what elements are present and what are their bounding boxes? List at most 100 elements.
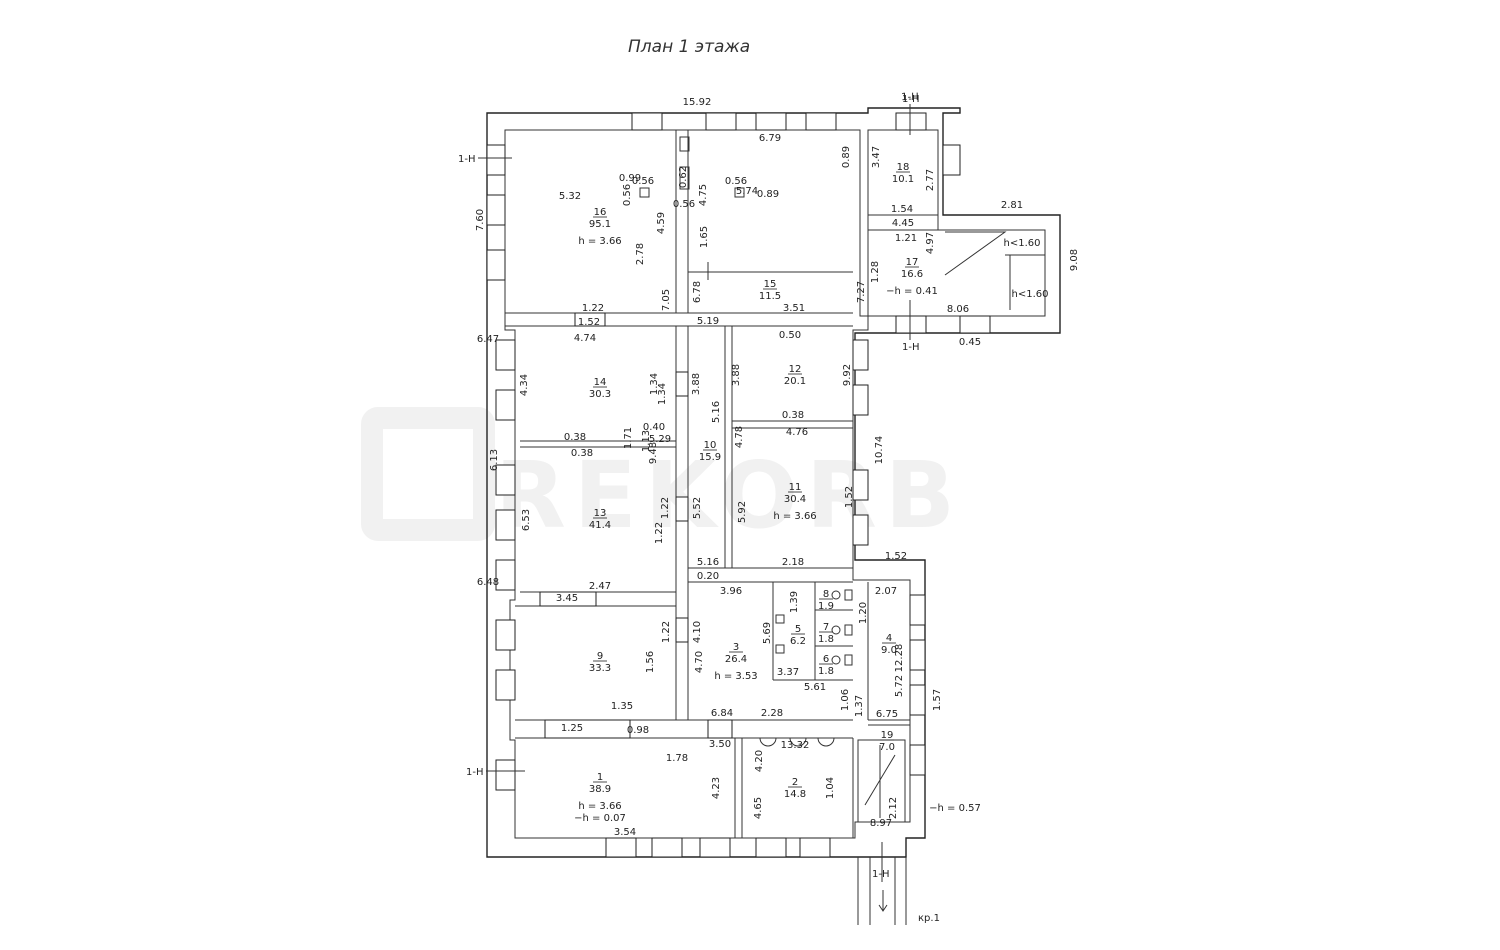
dimension-label: 1.04 — [825, 777, 836, 799]
dimension-label: 4.59 — [656, 212, 667, 234]
room-label: 81.9 — [818, 589, 834, 612]
room-number: 4 — [886, 633, 892, 644]
dimension-label: 1.52 — [578, 317, 600, 328]
room-number: 6 — [823, 654, 829, 665]
dimension-label: 1.35 — [611, 701, 633, 712]
section-mark: 1-Н — [458, 154, 476, 165]
dimension-label: 0.56 — [632, 176, 654, 187]
dimension-label: 4.23 — [711, 777, 722, 799]
dimension-label: 1.54 — [891, 204, 913, 215]
dimension-label: 0.40 — [643, 422, 665, 433]
dimension-label: 0.99 — [619, 173, 641, 184]
dimension-label: 7.60 — [475, 209, 486, 231]
room-label: 197.0 — [879, 730, 895, 753]
dimension-label: 0.56 — [622, 184, 633, 206]
dimension-label: 3.51 — [783, 303, 805, 314]
room-number: 14 — [594, 377, 607, 388]
room-label: 326.4h = 3.53 — [714, 642, 757, 682]
room-number: 9 — [597, 651, 603, 662]
dimension-label: 1.22 — [660, 497, 671, 519]
dimension-label: 2.28 — [761, 708, 783, 719]
dimension-label: 4.76 — [786, 427, 808, 438]
room-area: 1.8 — [818, 634, 834, 645]
dimension-label: 12.28 — [894, 644, 905, 673]
height-note: h<1.60 — [1004, 238, 1041, 249]
dimension-label: 0.98 — [627, 725, 649, 736]
room-area: 15.9 — [699, 452, 721, 463]
dimension-label: 3.47 — [871, 146, 882, 168]
dimension-label: 5.69 — [762, 622, 773, 644]
room-number: 18 — [897, 162, 910, 173]
dimension-label: 7.05 — [661, 289, 672, 311]
stairs — [857, 231, 1045, 925]
room-area: 30.3 — [589, 389, 611, 400]
dimension-label: 5.74 — [736, 186, 758, 197]
dimension-label: 8.06 — [947, 304, 969, 315]
dimension-label: 3.88 — [731, 364, 742, 386]
dimension-label: 1.22 — [654, 522, 665, 544]
dimension-label: 4.20 — [754, 750, 765, 772]
room-label: 138.9h = 3.66−h = 0.07 — [574, 772, 626, 824]
room-number: 8 — [823, 589, 829, 600]
dimension-label: 4.78 — [734, 426, 745, 448]
section-mark: 1-Н — [466, 767, 484, 778]
dimension-label: 0.50 — [779, 330, 801, 341]
dimension-label: 0.56 — [673, 199, 695, 210]
room-number: 7 — [823, 622, 829, 633]
room-number: 10 — [704, 440, 717, 451]
dimension-label: 1.20 — [858, 602, 869, 624]
dimension-label: 3.37 — [777, 667, 799, 678]
dimension-label: 6.47 — [477, 334, 499, 345]
room-area: 41.4 — [589, 520, 611, 531]
stair-label: кр.1 — [918, 913, 940, 924]
watermark-text: REKORB — [495, 442, 963, 549]
room-area: 9.0 — [881, 645, 897, 656]
dimension-label: 3.54 — [614, 827, 636, 838]
dimension-label: 5.92 — [737, 501, 748, 523]
dimension-label: 2.18 — [782, 557, 804, 568]
dimension-label: 13.32 — [781, 740, 810, 751]
dimension-label: 2.12 — [888, 797, 899, 819]
room-number: 15 — [764, 279, 777, 290]
room-number: 1 — [597, 772, 603, 783]
room-number: 17 — [906, 257, 919, 268]
dimension-label: 4.75 — [698, 184, 709, 206]
dimension-label: 1.78 — [666, 753, 688, 764]
dimension-label: 2.78 — [635, 243, 646, 265]
room-number: 16 — [594, 207, 607, 218]
doors-and-fixtures — [639, 136, 853, 747]
dimension-label: 1.52 — [844, 486, 855, 508]
dimension-label: 2.81 — [1001, 200, 1023, 211]
dimension-label: 1.06 — [840, 689, 851, 711]
dimension-label: 1.34 — [649, 373, 660, 395]
dimension-label: 3.96 — [720, 586, 742, 597]
dimension-label: 1.25 — [561, 723, 583, 734]
room-number: 12 — [789, 364, 802, 375]
dimension-label: 9.08 — [1069, 249, 1080, 271]
dimension-label: 2.77 — [925, 169, 936, 191]
room-label: 56.2 — [790, 624, 806, 647]
room-label: 61.8 — [818, 654, 834, 677]
dimension-label: 0.20 — [697, 571, 719, 582]
section-mark: 1-Н — [902, 342, 920, 353]
dimension-label: 1.13 — [641, 430, 652, 452]
room-area: 1.9 — [818, 601, 834, 612]
height-note: −h = 0.57 — [929, 803, 981, 814]
dimension-label: 4.34 — [519, 374, 530, 396]
room-height: h = 3.66 — [773, 511, 816, 522]
room-area: 33.3 — [589, 663, 611, 674]
room-area: 38.9 — [589, 784, 611, 795]
dimension-label: 0.38 — [564, 432, 586, 443]
section-mark: 1-Н — [902, 94, 920, 105]
room-area: 1.8 — [818, 666, 834, 677]
dimension-label: 4.45 — [892, 218, 914, 229]
dimension-label: 3.50 — [709, 739, 731, 750]
